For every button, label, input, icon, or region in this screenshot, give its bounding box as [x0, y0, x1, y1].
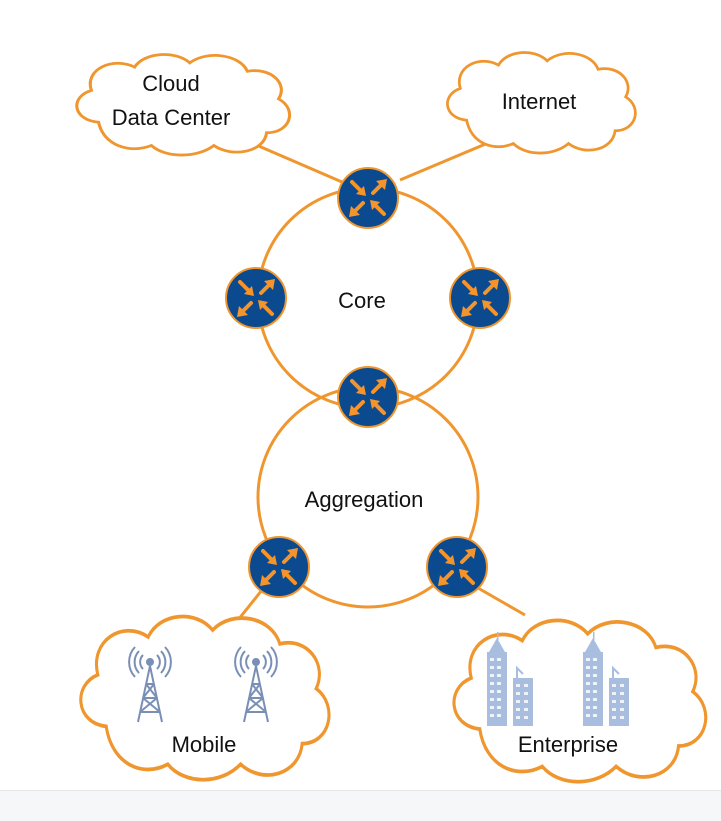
cloud-enterprise-label: Enterprise	[518, 732, 618, 757]
router-icon	[448, 266, 512, 330]
cloud-internet-label: Internet	[502, 89, 577, 114]
link-internet-core	[399, 138, 496, 182]
router-icon	[224, 266, 288, 330]
cloud-data-center-label-line1: Cloud	[142, 71, 199, 96]
router-icon	[425, 535, 489, 599]
router-icon	[336, 365, 400, 429]
cloud-data-center-label-line2: Data Center	[112, 105, 231, 130]
router-icon	[247, 535, 311, 599]
link-enterprise-aggregation	[477, 586, 526, 617]
bottom-strip	[0, 790, 721, 821]
cloud-mobile-label: Mobile	[172, 732, 237, 757]
core-label: Core	[338, 288, 386, 313]
router-icon	[336, 166, 400, 230]
aggregation-label: Aggregation	[305, 487, 424, 512]
